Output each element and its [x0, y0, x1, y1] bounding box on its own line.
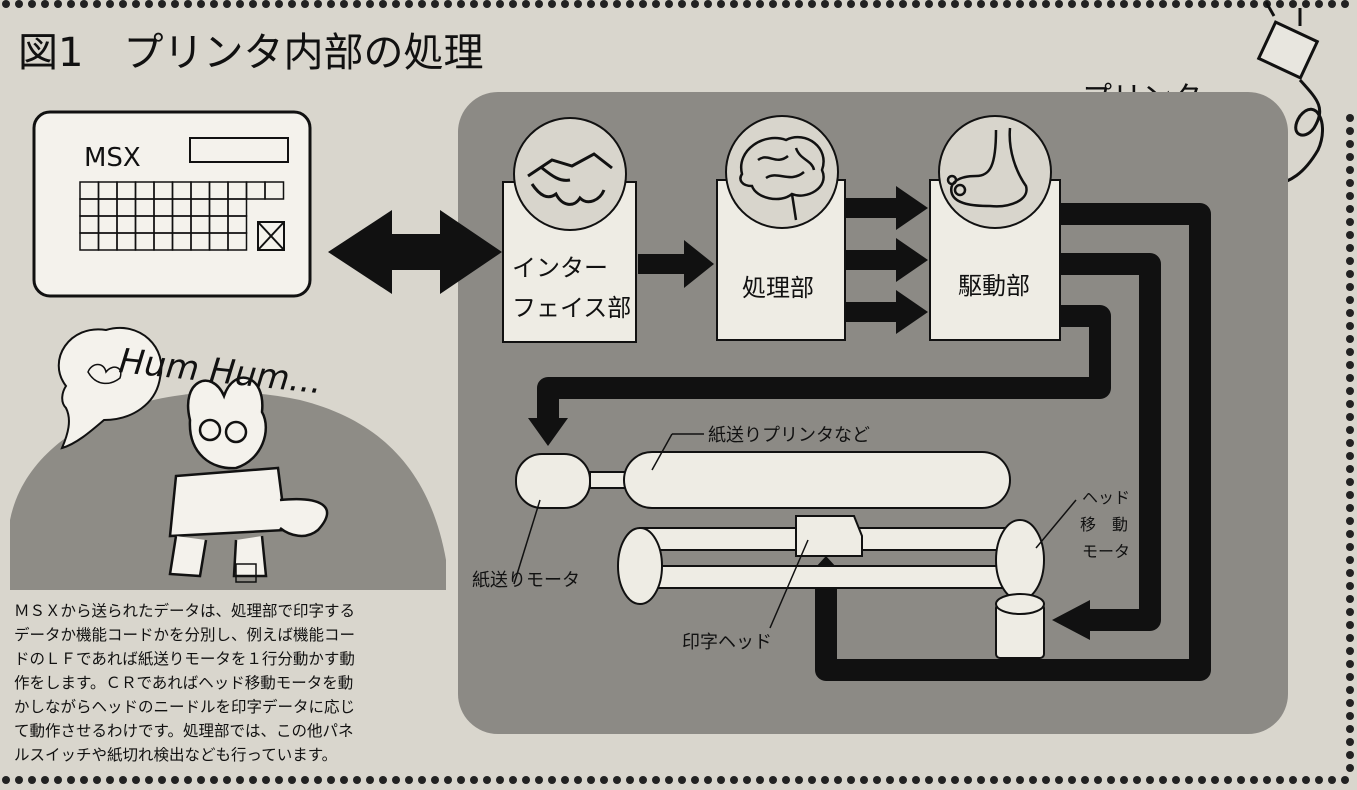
- description-text: ＭＳＸから送られたデータは、処理部で印字する データか機能コードかを分別し、例え…: [14, 601, 355, 764]
- head-motor-leader: [1035, 499, 1077, 549]
- processing-block: [716, 115, 846, 341]
- power-plug-icon: [1256, 1, 1324, 188]
- motor-leader: [513, 499, 541, 585]
- interface-label-2: フェイス部: [512, 294, 631, 322]
- handshake-icon: [527, 152, 613, 206]
- description-line-4: 作をします。ＣＲであればヘッド移動モータを動: [14, 674, 353, 692]
- cartoon-character: [168, 376, 329, 578]
- processing-label: 処理部: [742, 274, 814, 302]
- description-line-1: ＭＳＸから送られたデータは、処理部で印字する: [14, 601, 355, 620]
- platen-label: 紙送りプリンタなど: [708, 425, 870, 446]
- interface-label-1: インター: [512, 254, 608, 282]
- print-head-leader: [769, 539, 809, 629]
- platen-leader-tail: [651, 433, 673, 471]
- description-line-5: かしながらヘッドのニードルを印字データに応じ: [14, 697, 355, 716]
- head-move-motor-label-1: ヘッド: [1082, 488, 1130, 507]
- description-line-7: ルスイッチや紙切れ検出なども行っています。: [14, 746, 337, 764]
- paper-feed-motor-label: 紙送りモータ: [472, 570, 580, 591]
- description-line-6: て動作させるわけです。処理部では、この他パネ: [14, 722, 353, 740]
- artist-signature-icon: [235, 563, 257, 583]
- msx-computer: [32, 110, 312, 298]
- paper-feed-mechanism: [515, 451, 1011, 509]
- brain-icon: [739, 135, 825, 221]
- arrow-interface-to-processing: [638, 240, 714, 288]
- bidirectional-arrow: [328, 210, 502, 294]
- description-line-3: ドのＬＦであれば紙送りモータを１行分動かす動: [14, 650, 355, 668]
- figure-title: 図1 プリンタ内部の処理: [18, 30, 483, 76]
- interface-block: [502, 117, 637, 343]
- head-move-motor-label-3: モータ: [1082, 542, 1130, 561]
- head-move-motor-label-2: 移 動: [1080, 515, 1128, 534]
- processing-to-drive-arrows: [846, 186, 928, 334]
- drive-output-paths: [537, 203, 1211, 681]
- msx-label: MSX: [84, 143, 141, 173]
- cartoon-scene: [10, 327, 446, 590]
- drive-label: 駆動部: [958, 272, 1030, 300]
- print-head-label: 印字ヘッド: [682, 632, 772, 653]
- drive-block: [929, 115, 1061, 341]
- head-carriage-belt: [617, 519, 1045, 659]
- foot-icon: [946, 127, 1028, 208]
- speech-bubble: [57, 327, 163, 450]
- description-line-2: データか機能コードかを分別し、例えば機能コー: [14, 625, 355, 644]
- print-head: [795, 515, 863, 557]
